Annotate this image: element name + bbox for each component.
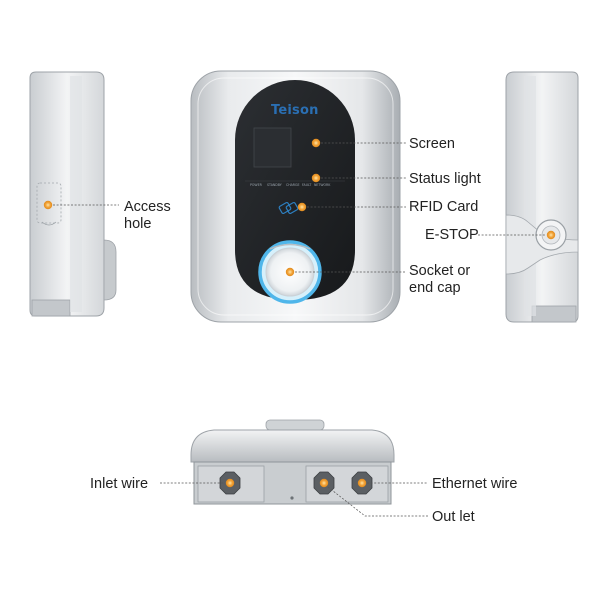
status-label-network: NETWORK [314,183,331,187]
access-hole-marker [43,200,53,210]
front-view [190,70,406,323]
inlet-gland [219,471,241,495]
bottom-view [160,419,428,517]
left-side-knob [103,239,117,301]
left-side-body [29,71,105,317]
access-hole-grip [41,221,57,226]
status-label-standby: STANDBY [267,183,282,187]
label-socket-line1: Socket or [409,263,471,279]
label-estop: E-STOP [425,227,479,243]
label-ethernet-wire: Ethernet wire [432,476,518,492]
outlet-leader [327,486,428,517]
left-side-view [29,71,119,317]
ethernet-gland [351,471,373,495]
status-label-charge: CHARGE [286,183,300,187]
left-side-bevel [70,76,82,312]
rfid-symbol [278,201,299,215]
status-label-fault: FAULT [302,183,312,187]
right-side-view [478,71,579,323]
access-hole-frame [36,182,62,224]
right-side-bevel [524,76,536,316]
bottom-top-cap [265,419,325,431]
socket-marker [285,267,295,277]
outlet-gland [313,471,335,495]
label-screen: Screen [409,136,455,152]
right-side-body [505,71,579,323]
bottom-screw [290,496,294,500]
label-socket-line2: end cap [409,280,461,296]
label-access-line2: hole [124,216,152,232]
brand-logo: Teison [271,103,319,118]
socket-hinge [269,243,311,250]
status-label-power: POWER [250,183,262,187]
left-side-foot [31,299,71,317]
bottom-top-shell [190,429,395,463]
front-highlight [197,77,394,316]
label-outlet: Out let [432,509,475,525]
display-screen [253,127,292,168]
estop-marker [546,230,556,240]
label-rfid-card: RFID Card [409,199,479,215]
right-side-foot [531,305,577,323]
label-status-light: Status light [409,171,481,187]
status-light-marker [311,173,321,183]
label-inlet-wire: Inlet wire [90,476,149,492]
label-access-line1: Access [124,199,171,215]
rfid-marker [297,202,307,212]
screen-marker [311,138,321,148]
